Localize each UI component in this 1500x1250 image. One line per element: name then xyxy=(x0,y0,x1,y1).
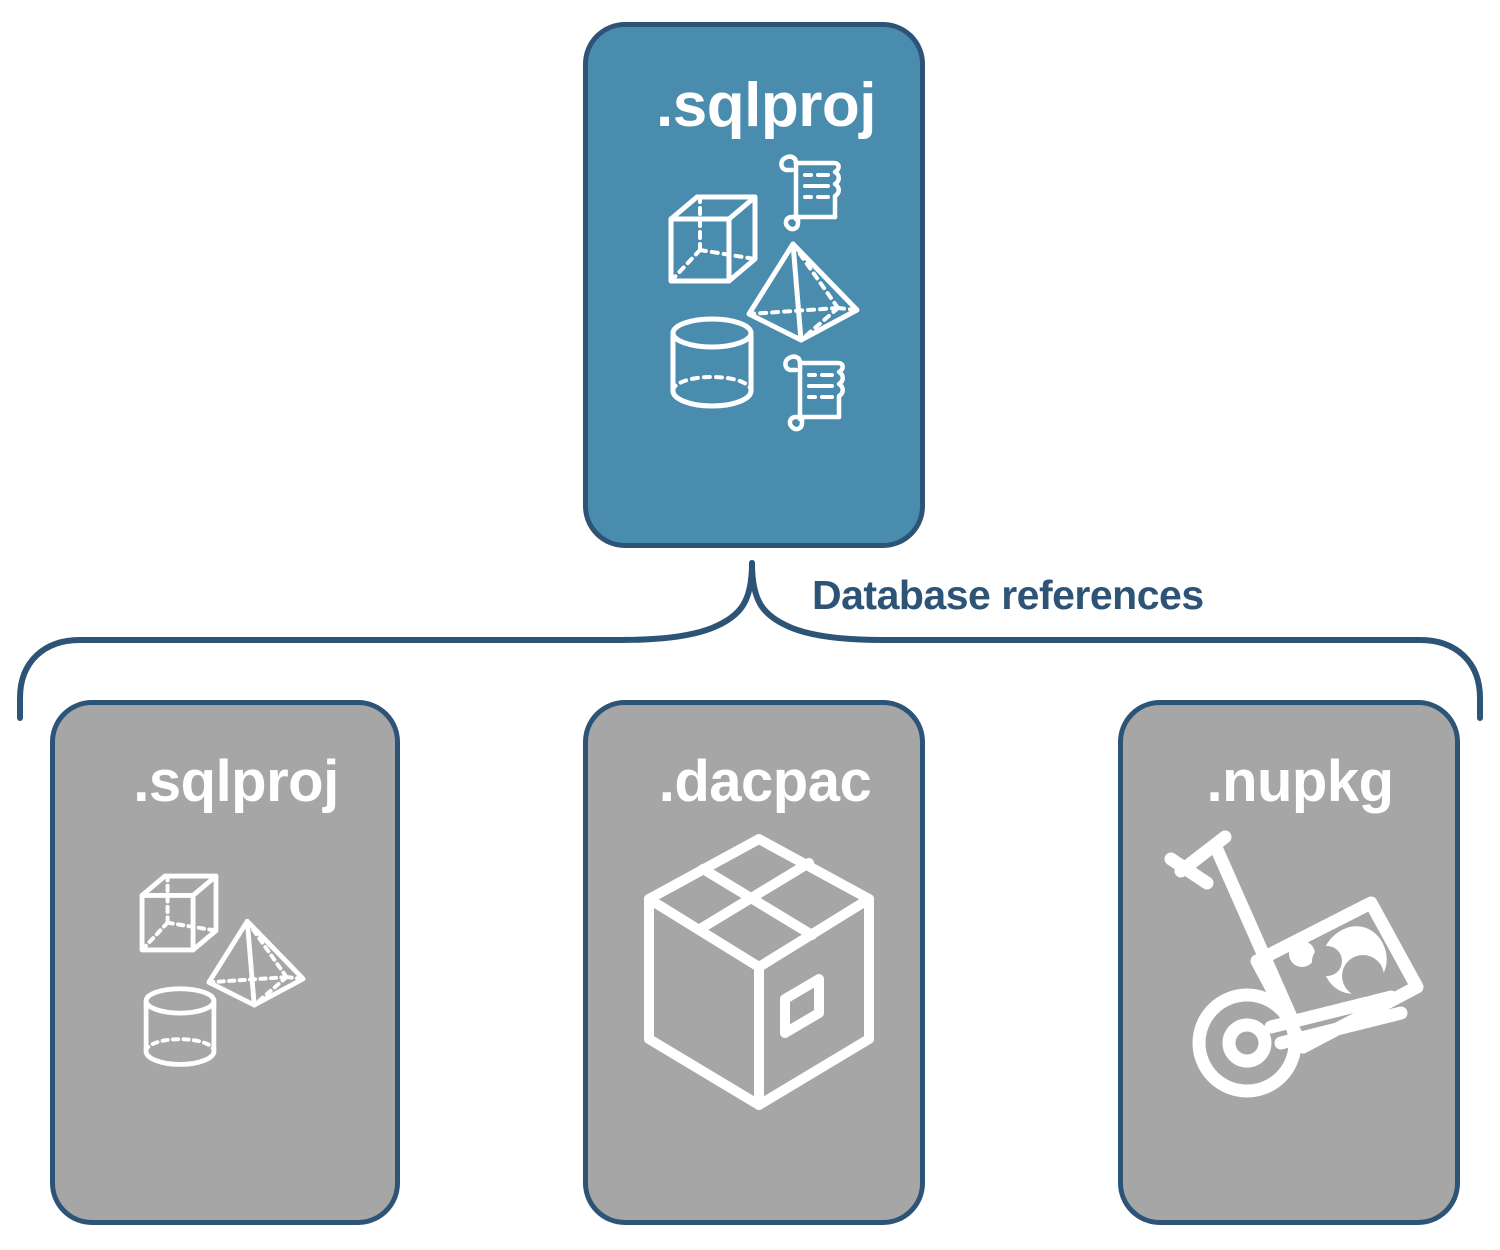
package-crate-icon xyxy=(1250,896,1424,1054)
pyramid-wireframe-icon xyxy=(746,241,860,343)
card-sqlproj-parent[interactable]: .sqlproj xyxy=(583,22,925,548)
cube-wireframe-icon xyxy=(139,873,219,953)
bracket-label-database-references: Database references xyxy=(812,572,1204,618)
shipping-box-icon xyxy=(644,834,874,1110)
icon-cluster-sqlproj-reference xyxy=(55,811,395,1220)
cube-wireframe-icon xyxy=(668,194,758,284)
cylinder-wireframe-icon xyxy=(670,316,754,409)
card-nupkg[interactable]: .nupkg xyxy=(1118,700,1460,1225)
box-label-icon xyxy=(780,974,824,1038)
scroll-script-icon xyxy=(783,354,845,432)
card-title-sqlproj-parent: .sqlproj xyxy=(656,71,876,140)
card-title-sqlproj-reference: .sqlproj xyxy=(133,749,339,814)
icon-cluster-sqlproj-parent xyxy=(588,153,920,432)
cylinder-wireframe-icon xyxy=(143,986,217,1067)
hand-truck-package-icon xyxy=(1164,830,1424,1098)
card-sqlproj-reference[interactable]: .sqlproj xyxy=(50,700,400,1225)
pyramid-wireframe-icon xyxy=(206,918,306,1008)
card-title-dacpac: .dacpac xyxy=(658,749,872,814)
card-dacpac[interactable]: .dacpac xyxy=(583,700,925,1225)
icon-cluster-dacpac xyxy=(588,811,920,1220)
icon-cluster-nupkg xyxy=(1123,811,1455,1220)
card-title-nupkg: .nupkg xyxy=(1206,749,1394,814)
scroll-script-icon xyxy=(779,154,841,232)
